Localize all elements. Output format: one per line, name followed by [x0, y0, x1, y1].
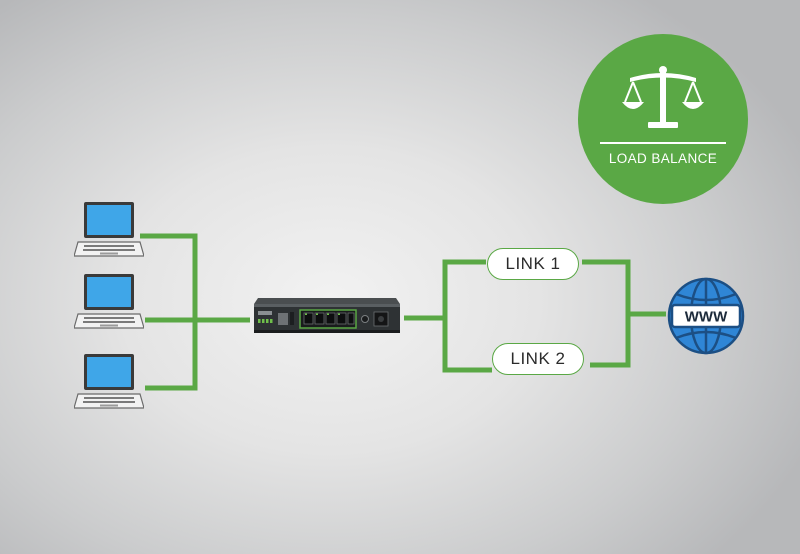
wire-link-merge — [582, 259, 631, 368]
www-text: WWW — [685, 309, 728, 326]
wire-laptop-3 — [145, 320, 198, 391]
globe-icon: WWW — [667, 277, 745, 355]
link-2-label: LINK 2 — [492, 343, 584, 375]
load-balance-label: LOAD BALANCE — [608, 151, 718, 166]
router-icon — [254, 298, 400, 333]
scale-icon — [622, 66, 704, 128]
badge-divider — [600, 142, 726, 144]
laptop-icon — [74, 202, 144, 257]
link-1-label: LINK 1 — [487, 248, 579, 280]
laptop-icon — [74, 274, 144, 329]
wire-laptop-1 — [140, 233, 198, 320]
load-balance-badge: LOAD BALANCE — [578, 34, 748, 204]
wire-split — [442, 259, 492, 373]
laptop-icon — [74, 354, 144, 409]
